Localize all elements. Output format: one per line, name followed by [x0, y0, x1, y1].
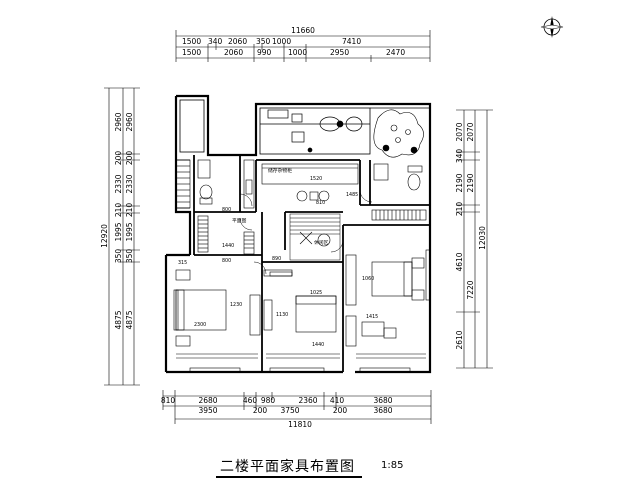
left-dim-2-4: 210	[125, 203, 134, 218]
interior-dim-2: 1440	[222, 243, 234, 249]
left-dim-labels: 12920 2960 200 2330 210 1995 350 4875 29…	[100, 112, 134, 329]
left-dim-1-2: 200	[114, 151, 123, 166]
drawing-title: 二楼平面家具布置图	[220, 459, 355, 475]
left-dim-2-6: 350	[125, 249, 134, 264]
top-overall-dim: 11660	[291, 26, 315, 35]
bottom-dim-2-4: 200	[333, 406, 348, 415]
top-dim-2-6: 2470	[386, 48, 405, 57]
left-dim-1-7: 4875	[114, 310, 123, 329]
bottom-dim-1-5: 2360	[298, 396, 317, 405]
title-underline	[216, 476, 362, 478]
interior-dim-1: 800	[222, 207, 231, 213]
bathroom-left	[197, 159, 255, 209]
top-dim-2-3: 990	[257, 48, 272, 57]
top-dim-2-4: 1000	[288, 48, 307, 57]
left-dimension-lines	[104, 87, 140, 386]
interior-dim-15: 315	[178, 260, 187, 266]
top-dim-2-1: 1500	[182, 48, 201, 57]
leisure-area	[261, 163, 359, 247]
right-dim-1-5: 4610	[455, 252, 464, 271]
top-dim-2-5: 2950	[330, 48, 349, 57]
left-dim-2-5: 1995	[125, 222, 134, 241]
right-dim-2-3: 7220	[466, 280, 475, 299]
interior-dim-8: 1440	[312, 342, 324, 348]
bottom-dim-1-4: 980	[261, 396, 276, 405]
door-swings	[239, 189, 373, 275]
right-overall-dim: 12030	[478, 226, 487, 250]
top-dim-1-3: 2060	[228, 37, 247, 46]
bottom-dim-1-6: 410	[330, 396, 345, 405]
left-dim-1-6: 350	[114, 249, 123, 264]
left-stair	[175, 159, 191, 209]
bottom-dim-2-3: 3750	[280, 406, 299, 415]
left-dim-1-1: 2960	[114, 112, 123, 131]
interior-dim-4: 1230	[230, 302, 242, 308]
left-dim-2-3: 2330	[125, 174, 134, 193]
left-dim-1-4: 210	[114, 203, 123, 218]
room-label-2: 储存杂物柜	[268, 167, 292, 174]
top-dim-1-4: 350	[256, 37, 271, 46]
room-label-3: 休闲区	[314, 239, 329, 246]
storage-shelves	[197, 215, 255, 255]
left-dim-2-2: 200	[125, 151, 134, 166]
bottom-dim-2-5: 3680	[373, 406, 392, 415]
right-dim-1-6: 2610	[455, 330, 464, 349]
left-dim-1-5: 1995	[114, 222, 123, 241]
left-dim-1-3: 2330	[114, 174, 123, 193]
bottom-dim-1-3: 460	[243, 396, 258, 405]
balcony-plants	[373, 109, 424, 158]
interior-dim-10: 1415	[366, 314, 378, 320]
right-dimension-lines	[456, 109, 493, 369]
interior-dim-9: 1060	[362, 276, 374, 282]
interior-dim-11: 1485	[346, 192, 358, 198]
bathroom-right	[371, 163, 427, 221]
interior-dim-5: 2300	[194, 322, 206, 328]
center-staircase	[289, 213, 341, 261]
top-dim-2-2: 2060	[224, 48, 243, 57]
right-dim-labels: 2070 340 2190 210 4610 2610 2070 2190 72…	[455, 122, 487, 349]
bottom-dim-1-7: 3680	[373, 396, 392, 405]
bottom-dim-1-1: 810	[161, 396, 176, 405]
left-overall-dim: 12920	[100, 224, 109, 248]
bedroom-right	[345, 254, 426, 359]
interior-dim-14: 810	[316, 200, 325, 206]
bottom-dim-2-1: 3950	[198, 406, 217, 415]
interior-dim-12: 1520	[310, 176, 322, 182]
right-dim-2-2: 2190	[466, 173, 475, 192]
interior-dim-13: 890	[272, 256, 281, 262]
bedroom-middle	[263, 269, 340, 359]
interior-dim-6: 1130	[276, 312, 288, 318]
drawing-scale: 1:85	[381, 460, 404, 471]
right-dim-1-4: 210	[455, 202, 464, 217]
top-dimension-lines	[175, 30, 431, 62]
top-dim-1-1: 1500	[182, 37, 201, 46]
right-dim-1-3: 2190	[455, 173, 464, 192]
right-dim-1-2: 340	[455, 149, 464, 164]
top-dim-1-2: 340	[208, 37, 223, 46]
bottom-dim-1-2: 2680	[198, 396, 217, 405]
north-compass-icon	[540, 16, 564, 38]
left-dim-2-1: 2960	[125, 112, 134, 131]
bedroom-left	[175, 269, 261, 359]
bottom-dim-2-2: 200	[253, 406, 268, 415]
top-table	[267, 109, 363, 153]
right-dim-2-1: 2070	[466, 122, 475, 141]
right-dim-1-1: 2070	[455, 122, 464, 141]
left-dim-2-7: 4875	[125, 310, 134, 329]
top-dim-1-5: 1000	[272, 37, 291, 46]
bottom-overall-dim: 11810	[288, 420, 312, 429]
interior-dim-3: 800	[222, 258, 231, 264]
interior-walls	[193, 155, 430, 372]
top-dim-1-6: 7410	[342, 37, 361, 46]
balcony-railings	[176, 99, 430, 209]
interior-dim-7: 1025	[310, 290, 322, 296]
room-label-1: 平面图	[232, 218, 247, 224]
bottom-dimension-lines	[162, 390, 432, 424]
